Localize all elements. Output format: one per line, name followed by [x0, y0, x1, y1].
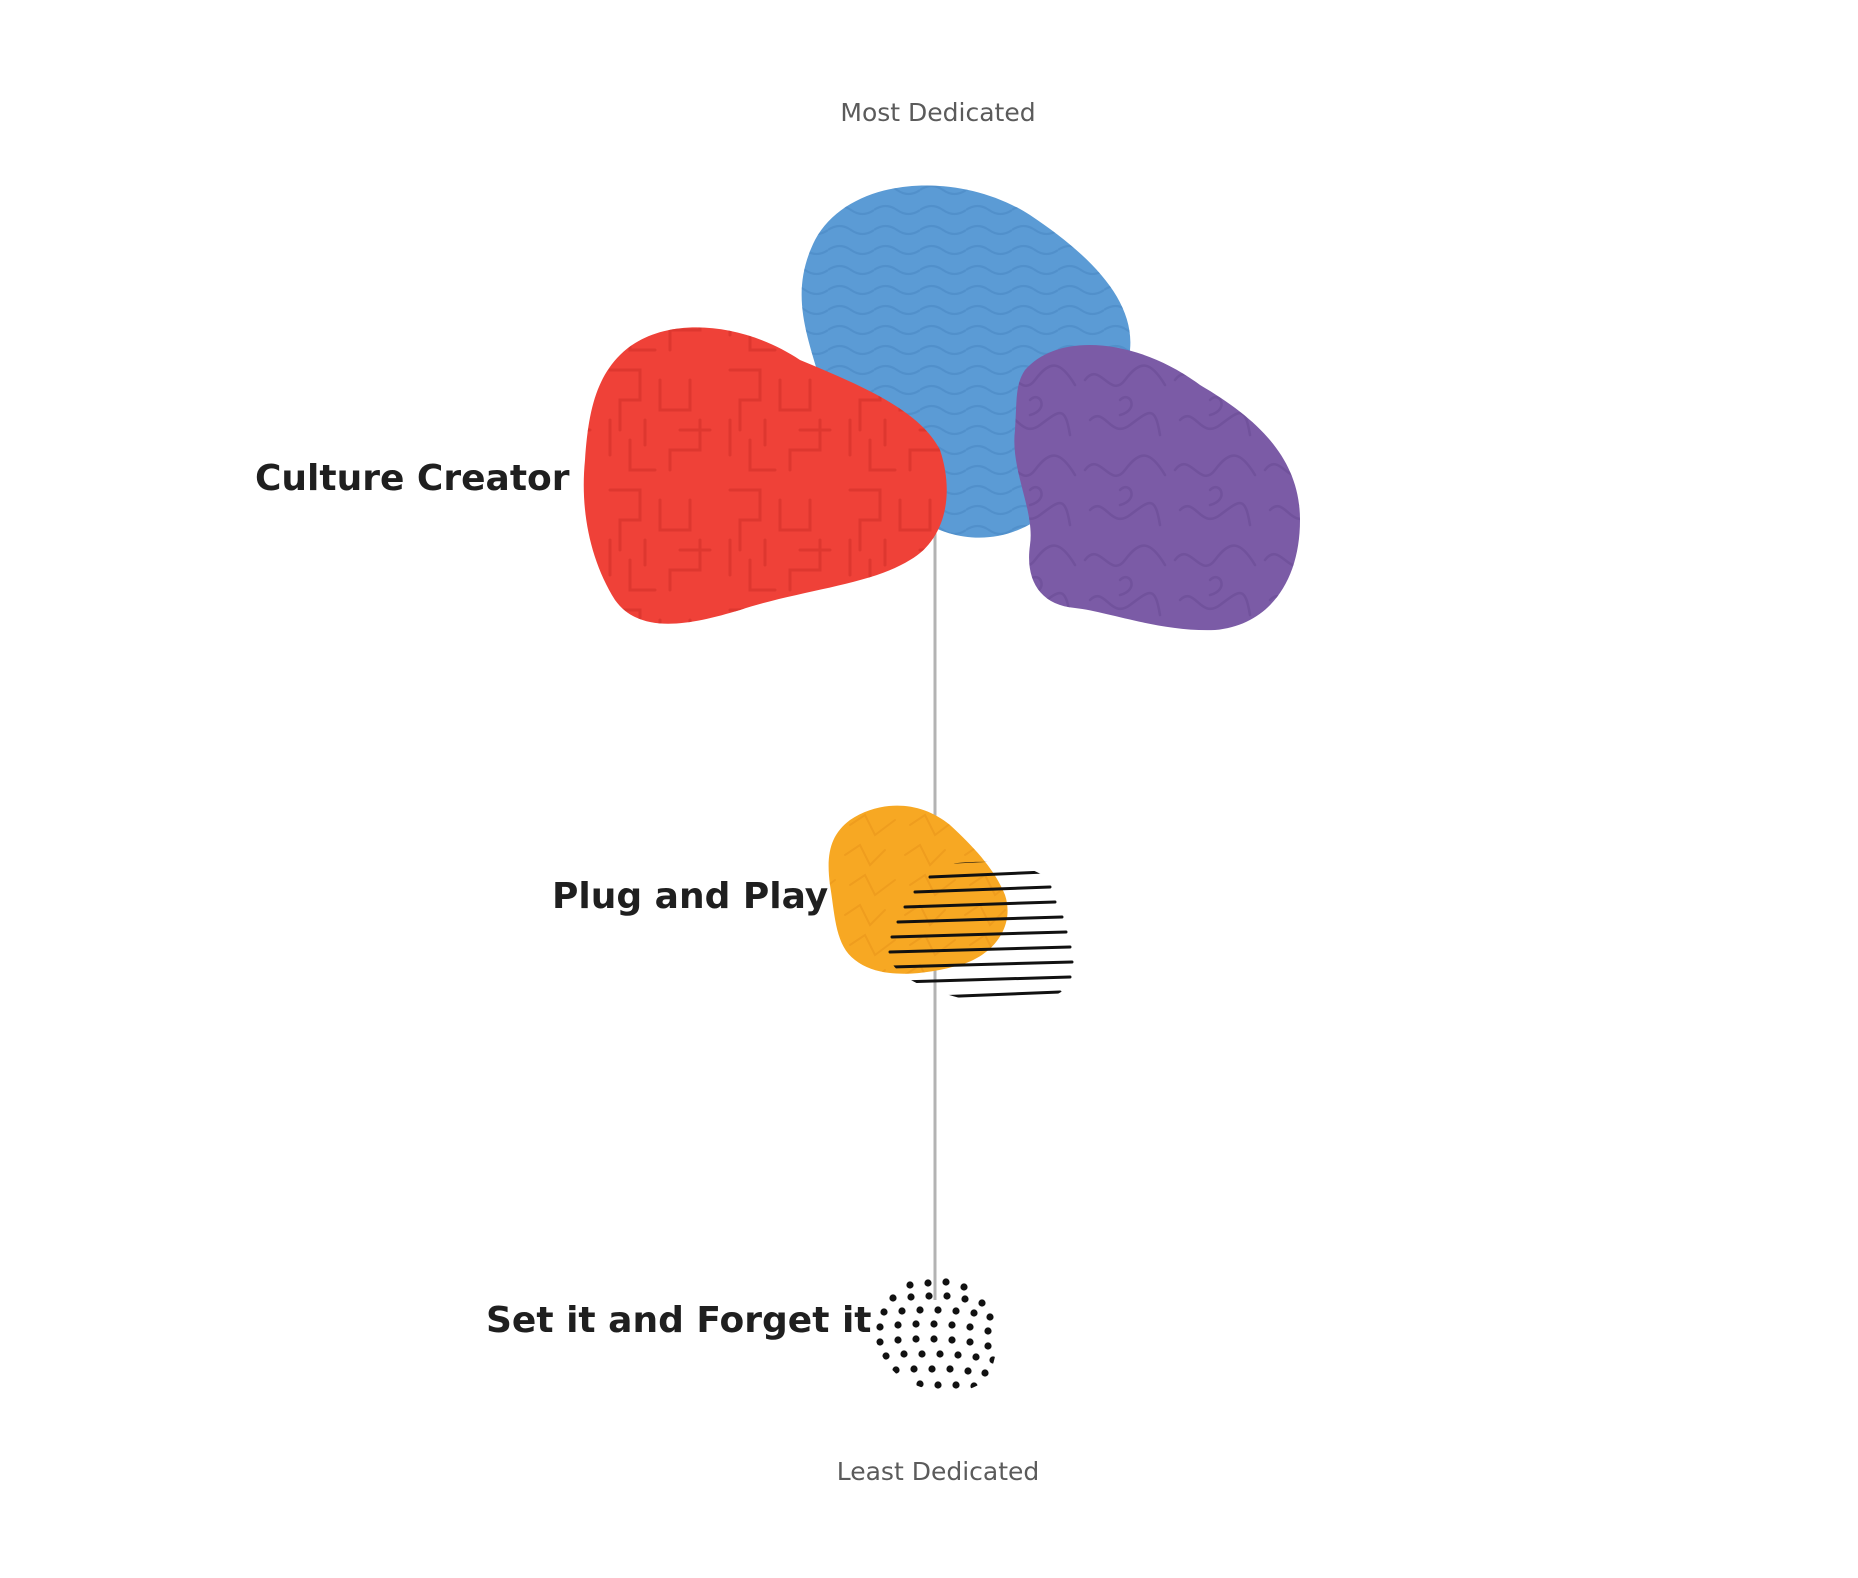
black-dotted-blob — [876, 1278, 997, 1390]
red-maze-blob — [583, 327, 947, 624]
purple-squiggle-blob — [1014, 344, 1300, 631]
culture-creator-label: Culture Creator — [255, 458, 570, 499]
plug-and-play-label: Plug and Play — [552, 876, 829, 917]
orange-blob — [828, 805, 1008, 974]
set-it-and-forget-it-label: Set it and Forget it — [486, 1300, 872, 1341]
black-hatched-blob — [888, 861, 1074, 999]
most-dedicated-label: Most Dedicated — [840, 98, 1036, 127]
least-dedicated-label: Least Dedicated — [836, 1457, 1040, 1486]
